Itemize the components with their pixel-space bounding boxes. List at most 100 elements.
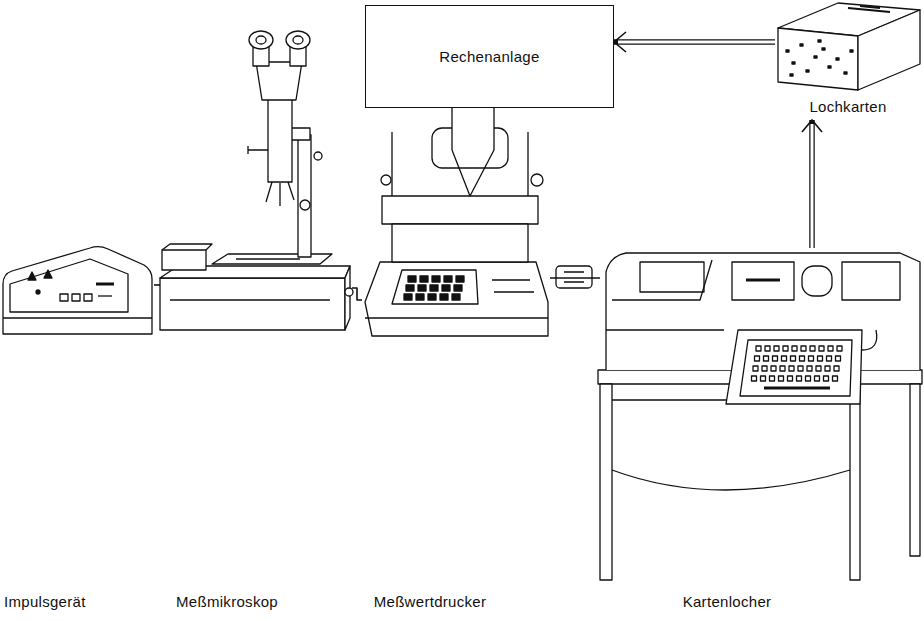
punched-card-box-part <box>858 10 920 90</box>
drawing-part-part <box>819 346 824 351</box>
microscope-drawing-part <box>266 182 294 206</box>
drawing-part-part <box>440 294 448 300</box>
microscope-drawing-part <box>345 288 353 296</box>
drawing-part-part <box>828 346 833 351</box>
drawing-part-part <box>456 276 464 282</box>
drawing-part-part <box>428 294 436 300</box>
drawing-part-part <box>825 366 830 371</box>
drawing-part-part <box>815 376 820 381</box>
node-label: Rechenanlage <box>439 48 539 66</box>
microscope-drawing-part <box>256 36 266 44</box>
drawing-part-part <box>806 376 811 381</box>
pulse-device-drawing-part <box>96 283 114 286</box>
microscope-drawing-part <box>212 254 332 264</box>
microscope-drawing-part <box>236 258 300 259</box>
card-punch-drawing-part <box>764 387 830 390</box>
microscope-drawing-part <box>248 146 268 154</box>
interface-adapter-part <box>556 266 592 288</box>
node-label: Lochkarten <box>809 98 886 116</box>
card-punch-drawing-part <box>606 260 724 330</box>
drawing-part-part <box>783 346 788 351</box>
drawing-part-part <box>814 56 817 58</box>
printer-drawing-part <box>392 224 528 262</box>
measuring-microscope: Meßmikroskop <box>160 35 352 615</box>
card-punch-drawing-part <box>732 262 794 300</box>
pulse-device-drawing-part <box>98 295 112 296</box>
drawing-part-part <box>771 366 776 371</box>
microscope-drawing <box>160 31 353 330</box>
pulse-device-drawing-part <box>3 247 152 334</box>
card-punch-drawing-part <box>802 266 832 296</box>
drawing-part <box>752 346 843 381</box>
drawing-part-part <box>765 346 770 351</box>
microscope-drawing-part <box>162 250 206 270</box>
connector-group <box>812 120 813 248</box>
microscope-drawing-part <box>249 31 273 49</box>
punched-card-box-part <box>848 6 890 12</box>
punched-card-box-part <box>778 28 858 90</box>
drawing-part-part <box>779 376 784 381</box>
connector-group <box>550 278 600 279</box>
connector-group <box>154 285 160 286</box>
card-punch-drawing-part <box>600 384 612 580</box>
drawing-part-part <box>444 276 452 282</box>
drawing-part-part <box>774 346 779 351</box>
drawing-part-part <box>800 356 805 361</box>
cable <box>154 284 160 286</box>
drawing-part-part <box>753 366 758 371</box>
pulse-device-drawing-part <box>3 317 152 318</box>
drawing-part-part <box>789 366 794 371</box>
drawing-part-part <box>834 366 839 371</box>
printer-drawing-part <box>531 174 543 186</box>
drawing-part-part <box>406 285 414 291</box>
interface-adapter-part <box>564 272 584 282</box>
card-punch-drawing-part <box>842 262 900 300</box>
microscope-drawing-part <box>293 36 303 44</box>
drawing-part-part <box>810 346 815 351</box>
node-label: Meßwertdrucker <box>374 593 487 611</box>
drawing-part-part <box>816 366 821 371</box>
microscope-drawing-part <box>268 98 292 182</box>
drawing-part-part <box>762 366 767 371</box>
node-label: Kartenlocher <box>683 593 772 611</box>
card-punch-drawing <box>598 253 922 580</box>
drawing-part <box>404 276 464 300</box>
microscope-drawing-part <box>300 200 310 210</box>
microscope-drawing-part <box>345 266 350 330</box>
printer-drawing-part <box>492 280 534 292</box>
drawing-part-part <box>430 285 438 291</box>
node-label: Meßmikroskop <box>176 593 278 611</box>
drawing-part-part <box>850 50 853 52</box>
drawing-part-part <box>809 356 814 361</box>
drawing-part-part <box>837 346 842 351</box>
drawing-part-part <box>792 62 795 64</box>
pulse-device-drawing-part <box>44 270 52 278</box>
drawing-part-part <box>818 356 823 361</box>
card-punch-drawing-part <box>910 384 920 556</box>
printer-drawing-part <box>392 270 478 304</box>
card-punch: Kartenlocher <box>600 248 922 615</box>
drawing-part-part <box>801 346 806 351</box>
pulse-device-drawing-part <box>84 294 92 301</box>
card-punch-drawing-part <box>612 400 850 490</box>
card-punch-drawing-part <box>640 262 704 292</box>
connector-group <box>352 288 362 300</box>
drawing-part-part <box>818 40 821 42</box>
drawing-part-part <box>786 50 789 52</box>
drawing-part-part <box>420 276 428 282</box>
value-printer: Meßwertdrucker <box>362 85 550 615</box>
drawing-part-part <box>416 294 424 300</box>
drawing-part-part <box>844 72 847 74</box>
microscope-drawing-part <box>286 31 310 49</box>
printer-drawing-part <box>365 262 548 336</box>
card-punch-drawing-part <box>850 384 860 580</box>
microscope-drawing-part <box>160 278 345 330</box>
pulse-device-drawing-part <box>28 272 36 280</box>
pulse-device-drawing-part <box>72 294 80 301</box>
printer-drawing-part <box>382 196 538 224</box>
drawing-part-part <box>773 356 778 361</box>
drawing-part-part <box>418 285 426 291</box>
card-punch-drawing-part <box>726 330 862 404</box>
drawing-part-part <box>792 346 797 351</box>
drawing-part-part <box>442 285 450 291</box>
